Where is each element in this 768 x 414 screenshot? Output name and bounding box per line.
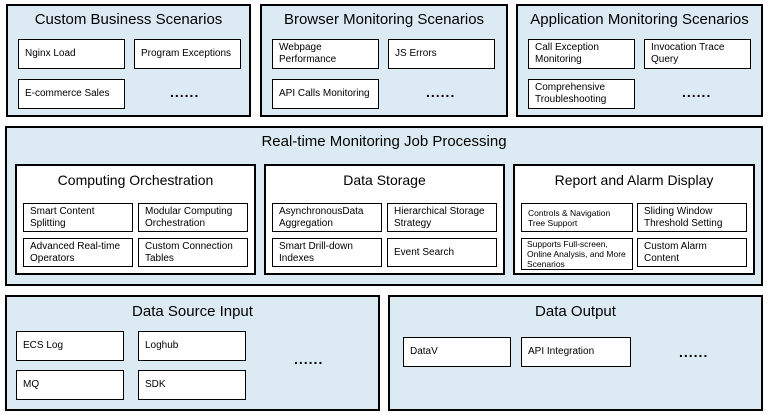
source-item: MQ [16,370,124,400]
custom-business-scenarios-panel: Custom Business Scenarios Nginx Load Pro… [6,4,251,117]
group-title: Computing Orchestration [57,172,214,188]
scenario-item: Invocation Trace Query [644,39,751,69]
report-alarm-display-group: Report and Alarm Display Controls & Navi… [513,164,755,275]
feature-item: Supports Full-screen, Online Analysis, a… [521,238,633,270]
panel-title: Data Output [535,303,616,320]
scenario-item: Program Exceptions [134,39,241,69]
data-storage-group: Data Storage AsynchronousData Aggregatio… [264,164,505,275]
feature-item: Sliding Window Threshold Setting [637,203,747,232]
output-item: DataV [403,337,511,367]
more-ellipsis: ...... [426,84,456,100]
scenario-item: E-commerce Sales [18,79,125,109]
group-title: Data Storage [343,172,426,188]
feature-item: Smart Content Splitting [23,203,133,232]
source-item: Loghub [138,331,246,361]
scenario-item: Nginx Load [18,39,125,69]
output-item: API Integration [521,337,631,367]
panel-title: Browser Monitoring Scenarios [283,11,485,28]
scenario-item: Comprehensive Troubleshooting [528,79,635,109]
scenario-item: JS Errors [388,39,495,69]
scenario-item: API Calls Monitoring [272,79,379,109]
scenario-item: Webpage Performance [272,39,379,69]
application-monitoring-scenarios-panel: Application Monitoring Scenarios Call Ex… [516,4,763,117]
panel-title: Data Source Input [132,303,253,320]
data-source-input-panel: Data Source Input ECS Log Loghub MQ SDK … [5,295,380,411]
computing-orchestration-group: Computing Orchestration Smart Content Sp… [15,164,256,275]
group-title: Report and Alarm Display [554,172,714,188]
source-item: ECS Log [16,331,124,361]
panel-title: Custom Business Scenarios [34,11,223,28]
feature-item: Event Search [387,238,497,267]
panel-title: Application Monitoring Scenarios [530,11,749,28]
feature-item: AsynchronousData Aggregation [272,203,382,232]
feature-item: Custom Alarm Content [637,238,747,267]
more-ellipsis: ...... [679,344,709,360]
more-ellipsis: ...... [170,84,200,100]
scenario-item: Call Exception Monitoring [528,39,635,69]
data-output-panel: Data Output DataV API Integration ...... [388,295,763,411]
feature-item: Smart Drill-down Indexes [272,238,382,267]
source-item: SDK [138,370,246,400]
feature-item: Custom Connection Tables [138,238,248,267]
feature-item: Hierarchical Storage Strategy [387,203,497,232]
more-ellipsis: ...... [294,351,324,367]
more-ellipsis: ...... [682,84,712,100]
feature-item: Modular Computing Orchestration [138,203,248,232]
feature-item: Advanced Real-time Operators [23,238,133,267]
panel-title: Real-time Monitoring Job Processing [261,133,507,150]
realtime-processing-panel: Real-time Monitoring Job Processing Comp… [5,126,763,286]
browser-monitoring-scenarios-panel: Browser Monitoring Scenarios Webpage Per… [260,4,508,117]
feature-item: Controls & Navigation Tree Support [521,203,633,232]
